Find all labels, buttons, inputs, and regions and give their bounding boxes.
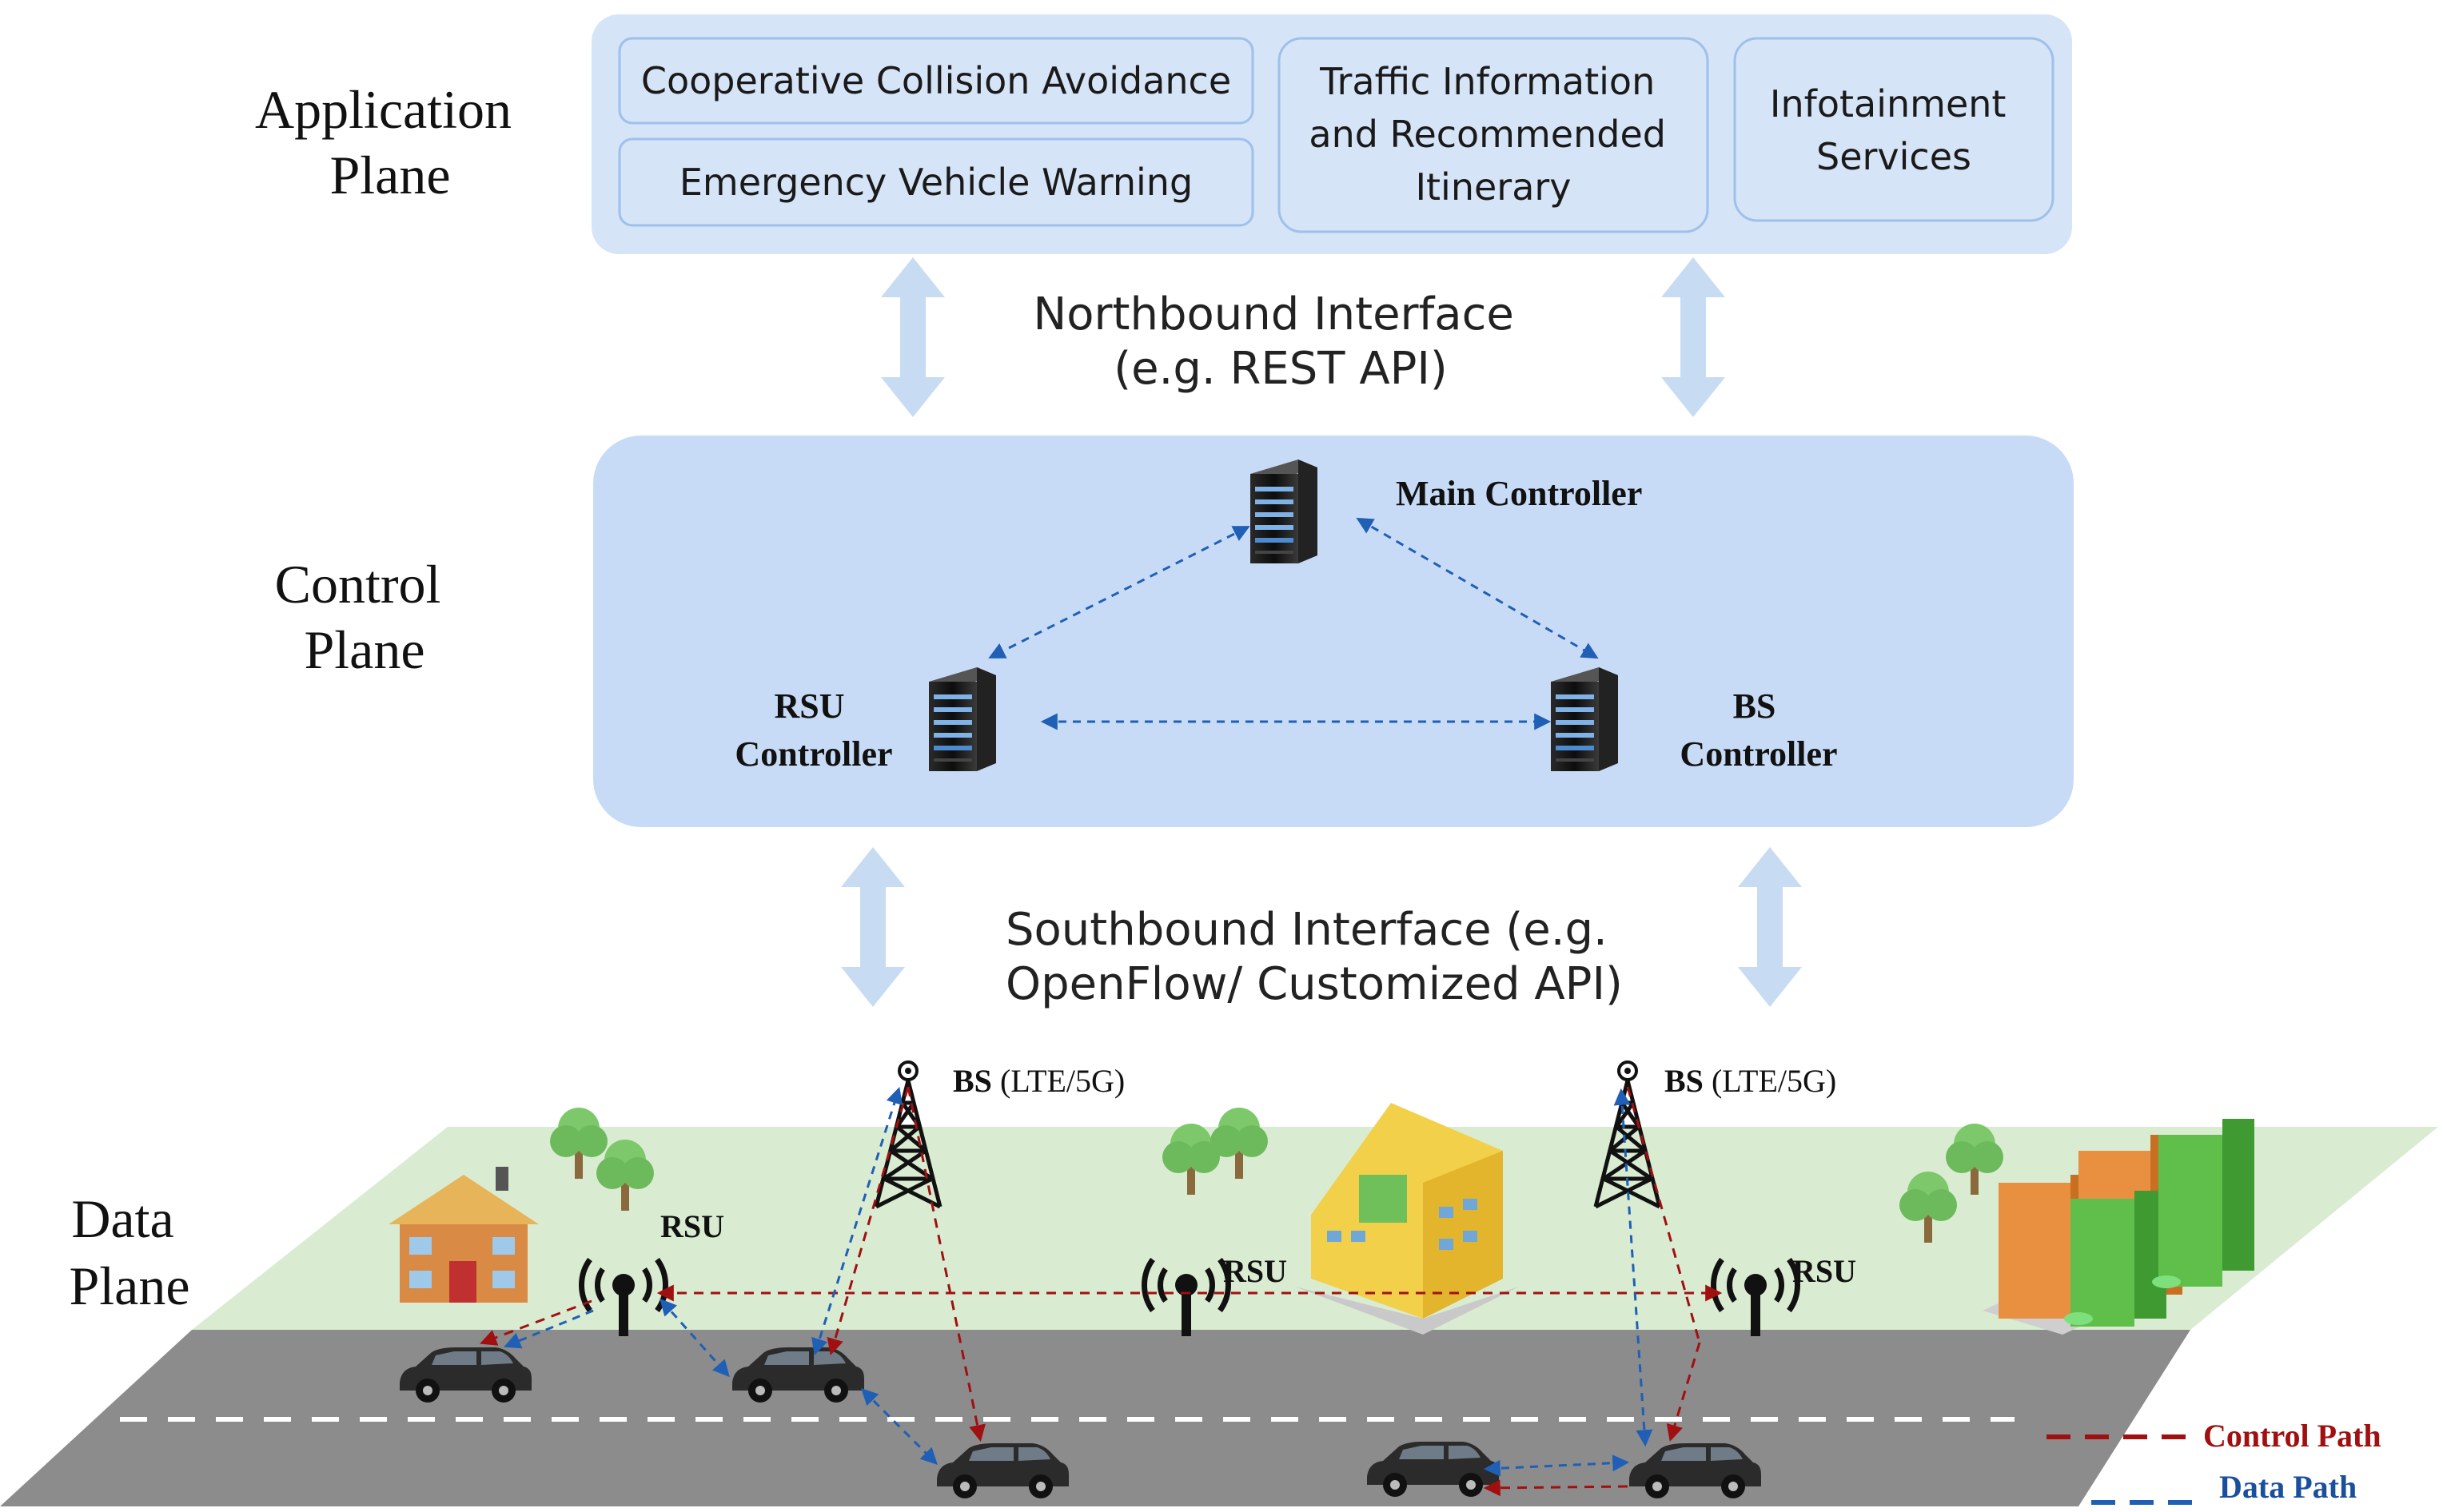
apartment-buildings-icon: [1983, 1119, 2254, 1335]
application-plane-label: Application Plane: [255, 79, 525, 205]
main-controller-server-icon: [1250, 460, 1317, 563]
rsu-controller-server-icon: [929, 667, 996, 771]
link-main-bs: [1356, 517, 1599, 659]
main-controller-label: Main Controller: [1396, 474, 1642, 513]
bs-controller-server-icon: [1551, 667, 1618, 771]
data-path-car-bs: [811, 1086, 903, 1356]
bs-controller-label: BS Controller: [1680, 686, 1837, 774]
app-emergency-label: Emergency Vehicle Warning: [679, 161, 1193, 204]
house-icon: [389, 1167, 539, 1303]
data-path-car-car: [861, 1388, 938, 1465]
northbound-arrow-left: [881, 257, 945, 417]
control-path-car-car: [1483, 1479, 1628, 1497]
legend: Control Path Data Path: [2046, 1418, 2381, 1505]
app-box-collision: [618, 37, 1254, 125]
southbound-label: Southbound Interface (e.g. OpenFlow/ Cus…: [1006, 904, 1623, 1010]
northbound-label: Northbound Interface (e.g. REST API): [1033, 288, 1528, 395]
data-plane: Data Plane: [0, 1062, 2438, 1506]
app-box-emergency: [618, 137, 1254, 227]
data-path-rsu-car: [504, 1309, 594, 1349]
control-path-bs-car: [907, 1086, 986, 1442]
northbound-arrow-right: [1661, 257, 1725, 417]
data-path-rsu-car: [660, 1298, 730, 1378]
app-traffic-label: Traffic Information and Recommended Itin…: [1309, 60, 1677, 209]
rsu-label: RSU: [1792, 1253, 1856, 1289]
legend-data-label: Data Path: [2219, 1469, 2357, 1505]
rsu-controller-label: RSU Controller: [735, 686, 892, 774]
link-main-rsu: [988, 526, 1250, 659]
data-path-car-car: [1483, 1454, 1630, 1477]
bs-label: BS (LTE/5G): [953, 1063, 1125, 1099]
rsu-label: RSU: [660, 1208, 724, 1244]
bs-label: BS (LTE/5G): [1664, 1063, 1836, 1099]
office-building-icon: [1295, 1103, 1519, 1335]
app-box-traffic: [1277, 37, 1709, 233]
northbound-interface: Northbound Interface (e.g. REST API): [881, 257, 1725, 417]
southbound-arrow-left: [841, 847, 905, 1007]
control-path-rsu-car: [480, 1299, 592, 1346]
data-path-bs-car: [1613, 1088, 1653, 1447]
application-plane: Application Plane Cooperative Collision …: [255, 14, 2072, 254]
app-collision-label: Cooperative Collision Avoidance: [641, 59, 1231, 102]
data-plane-label: Data Plane: [69, 1188, 189, 1316]
southbound-arrow-right: [1738, 847, 1802, 1007]
control-plane-label: Control Plane: [275, 554, 455, 680]
southbound-interface: Southbound Interface (e.g. OpenFlow/ Cus…: [841, 847, 1802, 1010]
legend-control-label: Control Path: [2203, 1418, 2381, 1454]
app-box-infotainment: [1733, 37, 2054, 222]
app-infotainment-label: Infotainment Services: [1770, 82, 2018, 178]
control-path-bs-down: [1626, 1086, 1701, 1343]
control-plane: Control Plane Main Controller RSU Contro…: [275, 436, 2074, 827]
rsu-label: RSU: [1223, 1253, 1287, 1289]
